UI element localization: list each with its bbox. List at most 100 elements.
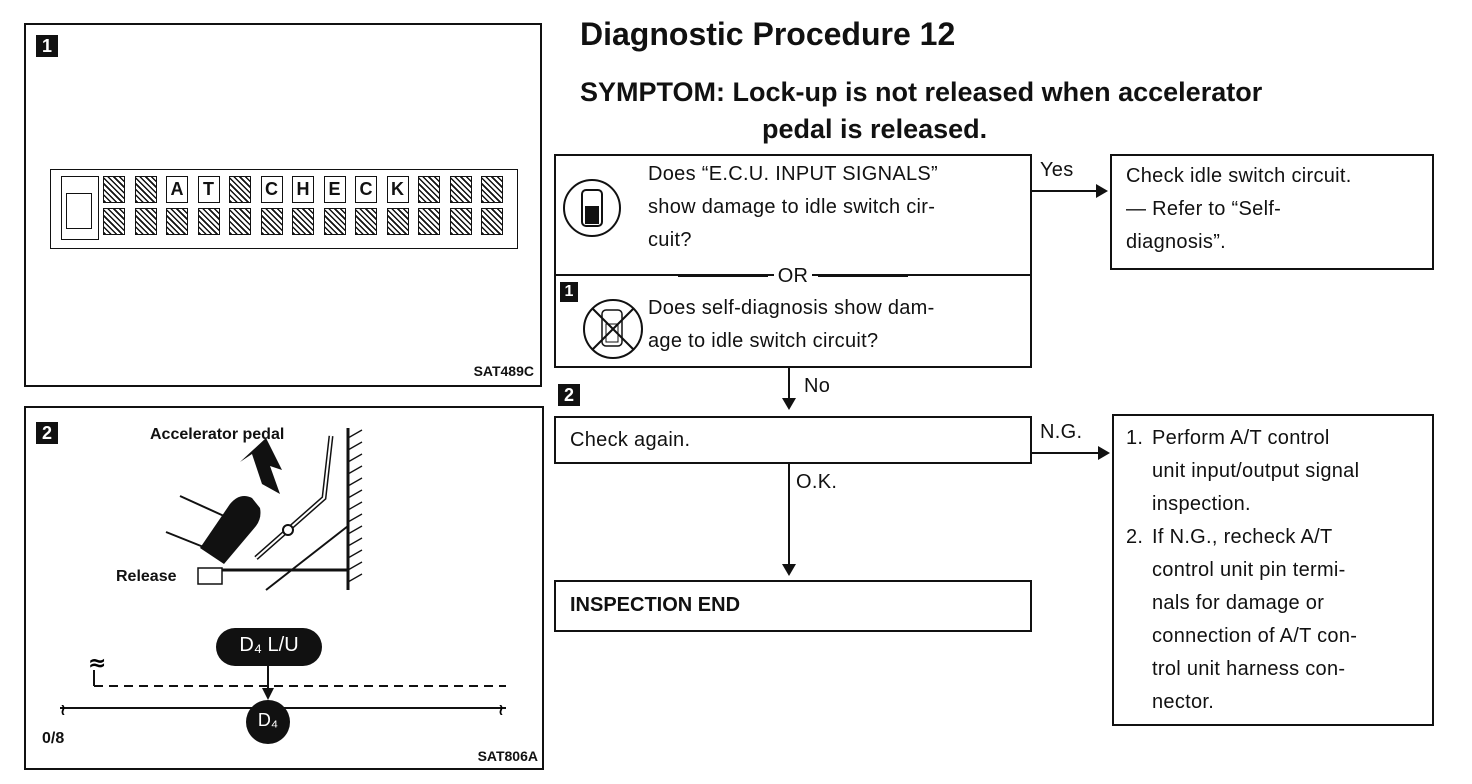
ng-item-2-line-5: trol unit harness con- (1152, 658, 1346, 680)
release-label: Release (116, 568, 177, 585)
yes-line-3: diagnosis”. (1126, 231, 1227, 253)
lcd-hatched-cell (260, 208, 283, 235)
ng-item-2-line-6: nector. (1152, 691, 1215, 713)
ng-item-1-line-2: unit input/output signal (1152, 460, 1360, 482)
consult-tester-icon (563, 179, 621, 237)
q1-line-2: show damage to idle switch cir- (648, 196, 936, 218)
accelerator-pedal-label: Accelerator pedal (150, 426, 285, 443)
lcd-letter-cell: C (355, 176, 377, 203)
lcd-hatched-cell (134, 208, 157, 235)
figure-2-panel: 2 Accelerator pedal (24, 406, 544, 770)
figure-1-code: SAT489C (473, 363, 534, 379)
lcd-hatched-cell (418, 208, 440, 235)
lcd-left-inner (66, 193, 92, 229)
no-arrowhead (782, 398, 796, 410)
yes-arrow-line (1032, 190, 1100, 192)
lcd-left-frame (61, 176, 99, 240)
lcd-letter-cell: A (166, 176, 188, 203)
ng-item-1-line-1: Perform A/T control (1152, 427, 1330, 449)
lcd-hatched-cell (292, 208, 314, 235)
ok-label: O.K. (796, 471, 838, 493)
ng-arrow-line (1032, 452, 1102, 454)
lu-label: D₄ L/U (239, 634, 299, 656)
ng-arrowhead (1098, 446, 1110, 460)
no-consult-tester-icon (583, 299, 643, 359)
lcd-hatched-cell (134, 176, 157, 203)
ng-item-1-number: 1. (1126, 427, 1144, 449)
ng-item-2-number: 2. (1126, 526, 1144, 548)
page-title: Diagnostic Procedure 12 (580, 16, 956, 52)
yes-result-text: Check idle switch circuit. — Refer to “S… (1126, 160, 1352, 259)
lcd-hatched-cell (103, 176, 125, 203)
yes-line-2: — Refer to “Self- (1126, 198, 1282, 220)
inspection-end-text: INSPECTION END (570, 594, 741, 616)
lcd-letter-cell: H (292, 176, 314, 203)
lcd-hatched-cell (418, 176, 440, 203)
question-2: Does self-diagnosis show dam- age to idl… (648, 292, 935, 358)
pedal-illustration: ≈ ≀ ≀ (60, 428, 506, 744)
q1-line-3: cuit? (648, 229, 692, 251)
ng-item-2-line-2: control unit pin termi- (1152, 559, 1346, 581)
figure-1-badge: 1 (36, 35, 58, 57)
no-label: No (804, 375, 831, 397)
ng-label: N.G. (1040, 421, 1083, 443)
svg-text:≀: ≀ (498, 700, 504, 719)
or-label-left-rule (677, 276, 768, 278)
question-1: Does “E.C.U. INPUT SIGNALS” show damage … (648, 158, 938, 257)
ng-result-list: 1. Perform A/T control unit input/output… (1126, 422, 1430, 719)
ng-item-2-line-4: connection of A/T con- (1152, 625, 1358, 647)
lcd-letter-cell: E (323, 176, 346, 203)
d4-label: D₄ (257, 710, 279, 730)
symptom-heading: SYMPTOM: Lock-up is not released when ac… (580, 74, 1460, 111)
ng-item-1: 1. Perform A/T control unit input/output… (1126, 422, 1430, 521)
lcd-hatched-cell (449, 176, 472, 203)
svg-text:≀: ≀ (60, 700, 66, 719)
or-label-right-rule (818, 276, 909, 278)
firewall-hatch (346, 428, 363, 590)
or-label: OR (556, 260, 1030, 293)
lcd-letter-cell: K (386, 176, 409, 203)
release-arrow (240, 438, 282, 494)
ok-arrow-line (788, 464, 790, 566)
or-text: OR (773, 265, 813, 287)
symptom-line-1: Lock-up is not released when accelerator (732, 77, 1263, 107)
step-2-badge: 2 (558, 384, 580, 406)
q1-line-1: Does “E.C.U. INPUT SIGNALS” (648, 163, 939, 185)
figure-2-code: SAT806A (477, 748, 538, 764)
lcd-hatched-cell (166, 208, 188, 235)
q2-line-2: age to idle switch circuit? (648, 330, 879, 352)
yes-result-box: Check idle switch circuit. — Refer to “S… (1110, 154, 1434, 270)
d4-circle (246, 700, 290, 744)
ng-item-1-line-3: inspection. (1152, 493, 1251, 515)
lcd-hatched-cell (229, 208, 251, 235)
q2-line-1: Does self-diagnosis show dam- (648, 297, 935, 319)
check-again-box: Check again. (554, 416, 1032, 464)
question-2-badge: 1 (560, 282, 578, 302)
lcd-hatched-cell (197, 208, 220, 235)
symptom-label: SYMPTOM: (580, 77, 726, 107)
figure-2-badge: 2 (36, 422, 58, 444)
yes-label: Yes (1040, 159, 1074, 181)
throttle-label: 0/8 (42, 730, 65, 747)
ng-result-box: 1. Perform A/T control unit input/output… (1112, 414, 1434, 726)
question-box: Does “E.C.U. INPUT SIGNALS” show damage … (554, 154, 1032, 368)
ng-item-2-line-3: nals for damage or (1152, 592, 1325, 614)
lcd-hatched-cell (103, 208, 125, 235)
lcd-hatched-cell (229, 176, 251, 203)
lu-pill (216, 628, 322, 666)
inspection-end-box: INSPECTION END (554, 580, 1032, 632)
ng-item-2-line-1: If N.G., recheck A/T (1152, 526, 1333, 548)
yes-arrowhead (1096, 184, 1108, 198)
lcd-letter-cell: C (260, 176, 283, 203)
symptom-line-2: pedal is released. (762, 114, 988, 144)
lcd-hatched-cell (386, 208, 409, 235)
lcd-hatched-cell (355, 208, 377, 235)
lcd-hatched-cell (323, 208, 346, 235)
ng-item-2: 2. If N.G., recheck A/T control unit pin… (1126, 521, 1430, 719)
lcd-letter-cell: T (197, 176, 220, 203)
svg-text:≈: ≈ (88, 651, 106, 676)
no-arrow-line (788, 368, 790, 402)
